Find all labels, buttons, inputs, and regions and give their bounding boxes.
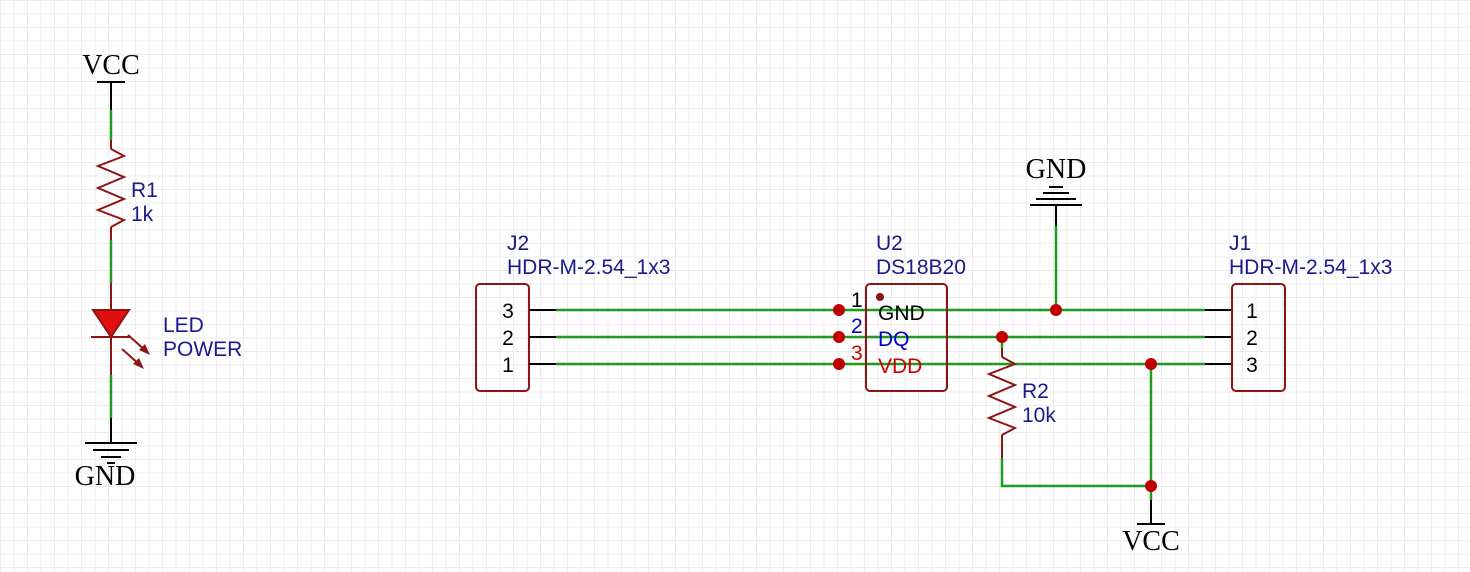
j1-pin-label-mid: 2 <box>1246 327 1258 350</box>
u2-pin-number-gnd: 1 <box>851 289 863 312</box>
junction-dq-r2 <box>996 331 1008 343</box>
r2-designator: R2 <box>1022 380 1049 403</box>
vcc-label-bottom: VCC <box>1122 526 1180 557</box>
r2-resistor: R2 10k <box>986 348 1056 458</box>
u2-pin-number-vdd: 3 <box>851 342 863 365</box>
gnd-symbol-top: GND <box>1026 154 1087 226</box>
j1-pin-label-top: 1 <box>1246 300 1258 323</box>
main-wires <box>556 226 1205 500</box>
junction-u2-vdd <box>833 358 845 370</box>
vcc-label-left: VCC <box>82 50 140 81</box>
u2-body <box>865 283 948 392</box>
u2-pin-number-dq: 2 <box>851 315 863 338</box>
r1-designator: R1 <box>131 179 158 202</box>
vcc-symbol-bottom: VCC <box>1122 500 1180 557</box>
j1-designator: J1 <box>1229 232 1251 255</box>
junction-gnd-drop <box>1050 304 1062 316</box>
u2-pin-name-gnd: GND <box>878 302 925 325</box>
u2-part: DS18B20 <box>876 256 966 279</box>
u2-pin-name-dq: DQ <box>878 328 910 351</box>
j2-designator: J2 <box>507 232 529 255</box>
junction-u2-dq <box>833 331 845 343</box>
led-arrowhead-1 <box>139 344 150 355</box>
led-value: POWER <box>163 338 242 361</box>
u2-pin-name-vdd: VDD <box>878 355 922 378</box>
r1-value: 1k <box>131 203 154 226</box>
wire-r2-vcc <box>1000 458 1151 488</box>
led-triangle <box>91 309 131 339</box>
j2-pin-label-bottom: 1 <box>502 354 514 377</box>
power-led-circuit: VCC R1 1k LED POWER GND <box>75 50 243 492</box>
gnd-label-left: GND <box>75 461 136 492</box>
junction-vcc-bottom <box>1145 480 1157 492</box>
gnd-label-top: GND <box>1026 154 1087 185</box>
junctions <box>833 304 1157 492</box>
r1-resistor-symbol <box>95 148 127 228</box>
j2-part: HDR-M-2.54_1x3 <box>507 256 670 279</box>
u2-pin1-dot <box>876 293 884 301</box>
j1-pin-label-bottom: 3 <box>1246 354 1258 377</box>
junction-vdd-bus <box>1145 358 1157 370</box>
u2-ds18b20: U2 DS18B20 1 2 3 GND DQ VDD <box>851 232 966 392</box>
j2-pin-label-top: 3 <box>502 300 514 323</box>
r2-value: 10k <box>1022 404 1056 427</box>
led-designator: LED <box>163 314 204 337</box>
j1-part: HDR-M-2.54_1x3 <box>1229 256 1392 279</box>
u2-designator: U2 <box>876 232 903 255</box>
j2-pin-label-mid: 2 <box>502 327 514 350</box>
r2-resistor-symbol <box>986 356 1018 436</box>
j2-connector: J2 HDR-M-2.54_1x3 3 2 1 <box>475 232 670 392</box>
j1-body <box>1231 283 1286 392</box>
junction-u2-gnd <box>833 304 845 316</box>
led-arrowhead-2 <box>133 358 144 369</box>
j1-connector: J1 HDR-M-2.54_1x3 1 2 3 <box>1205 232 1392 392</box>
